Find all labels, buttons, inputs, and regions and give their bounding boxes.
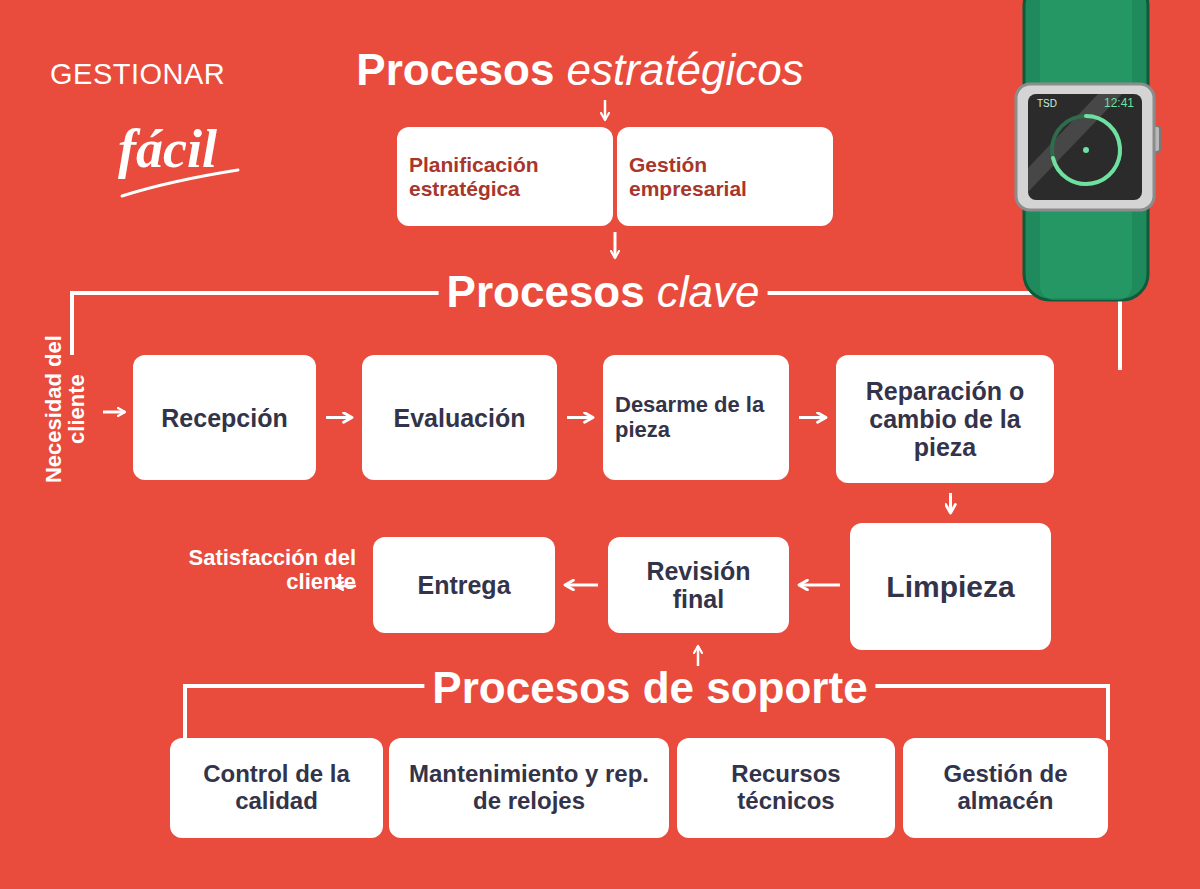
box-text: Gestión empresarial [629, 153, 821, 200]
flow-arrow [567, 416, 593, 419]
box-text: Mantenimiento y rep. de relojes [401, 761, 657, 815]
box-text: Evaluación [394, 404, 526, 432]
process-box: Recursos técnicos [677, 738, 895, 838]
process-box: Gestión de almacén [903, 738, 1108, 838]
flow-arrow [799, 584, 840, 587]
process-box: Recepción [133, 355, 316, 480]
process-box: Entrega [373, 537, 555, 633]
process-box: Evaluación [362, 355, 557, 480]
flow-arrow [103, 411, 125, 414]
box-text: Recursos técnicos [689, 761, 883, 815]
flow-label: Satisfacción del cliente [170, 546, 356, 594]
process-box: Gestión empresarial [617, 127, 833, 226]
flow-arrow [604, 100, 607, 120]
heading-text: Procesos de soporte [432, 666, 867, 710]
process-box: Limpieza [850, 523, 1051, 650]
heading-text: Procesos [447, 270, 645, 314]
flow-arrow [799, 416, 826, 419]
process-box: Revisión final [608, 537, 789, 633]
box-text: Planificación estratégica [409, 153, 601, 200]
section-heading: Procesos de soporte [424, 666, 875, 710]
watch-text: 12:41 [1104, 96, 1134, 110]
section-heading: Procesos estratégicos [348, 48, 811, 92]
box-text: Gestión de almacén [915, 761, 1096, 815]
heading-text: clave [657, 270, 760, 314]
watch-illustration [1016, 0, 1160, 300]
flow-arrow [565, 584, 598, 587]
heading-text: Procesos [356, 48, 554, 92]
logo-text: GESTIONAR [50, 58, 225, 91]
flow-arrow [697, 646, 700, 666]
process-box: Control de la calidad [170, 738, 383, 838]
process-box: Mantenimiento y rep. de relojes [389, 738, 669, 838]
flow-arrow [326, 416, 352, 419]
heading-text: estratégicos [566, 48, 803, 92]
box-text: Recepción [161, 404, 287, 432]
box-text: Reparación o cambio de la pieza [848, 377, 1042, 461]
box-text: Entrega [417, 571, 510, 599]
box-text: Limpieza [886, 570, 1014, 604]
watch-text: TSD [1037, 98, 1057, 109]
box-text: Desarme de la pieza [615, 393, 777, 442]
box-text: Revisión final [620, 557, 777, 613]
section-heading: Procesos clave [439, 270, 768, 314]
process-box: Reparación o cambio de la pieza [836, 355, 1054, 483]
flow-label: Necesidad del cliente [42, 329, 88, 489]
process-box: Desarme de la pieza [603, 355, 789, 480]
process-box: Planificación estratégica [397, 127, 613, 226]
flow-arrow [614, 232, 617, 258]
flow-arrow [949, 493, 952, 513]
box-text: Control de la calidad [182, 761, 371, 815]
logo-text: fácil [118, 118, 217, 180]
